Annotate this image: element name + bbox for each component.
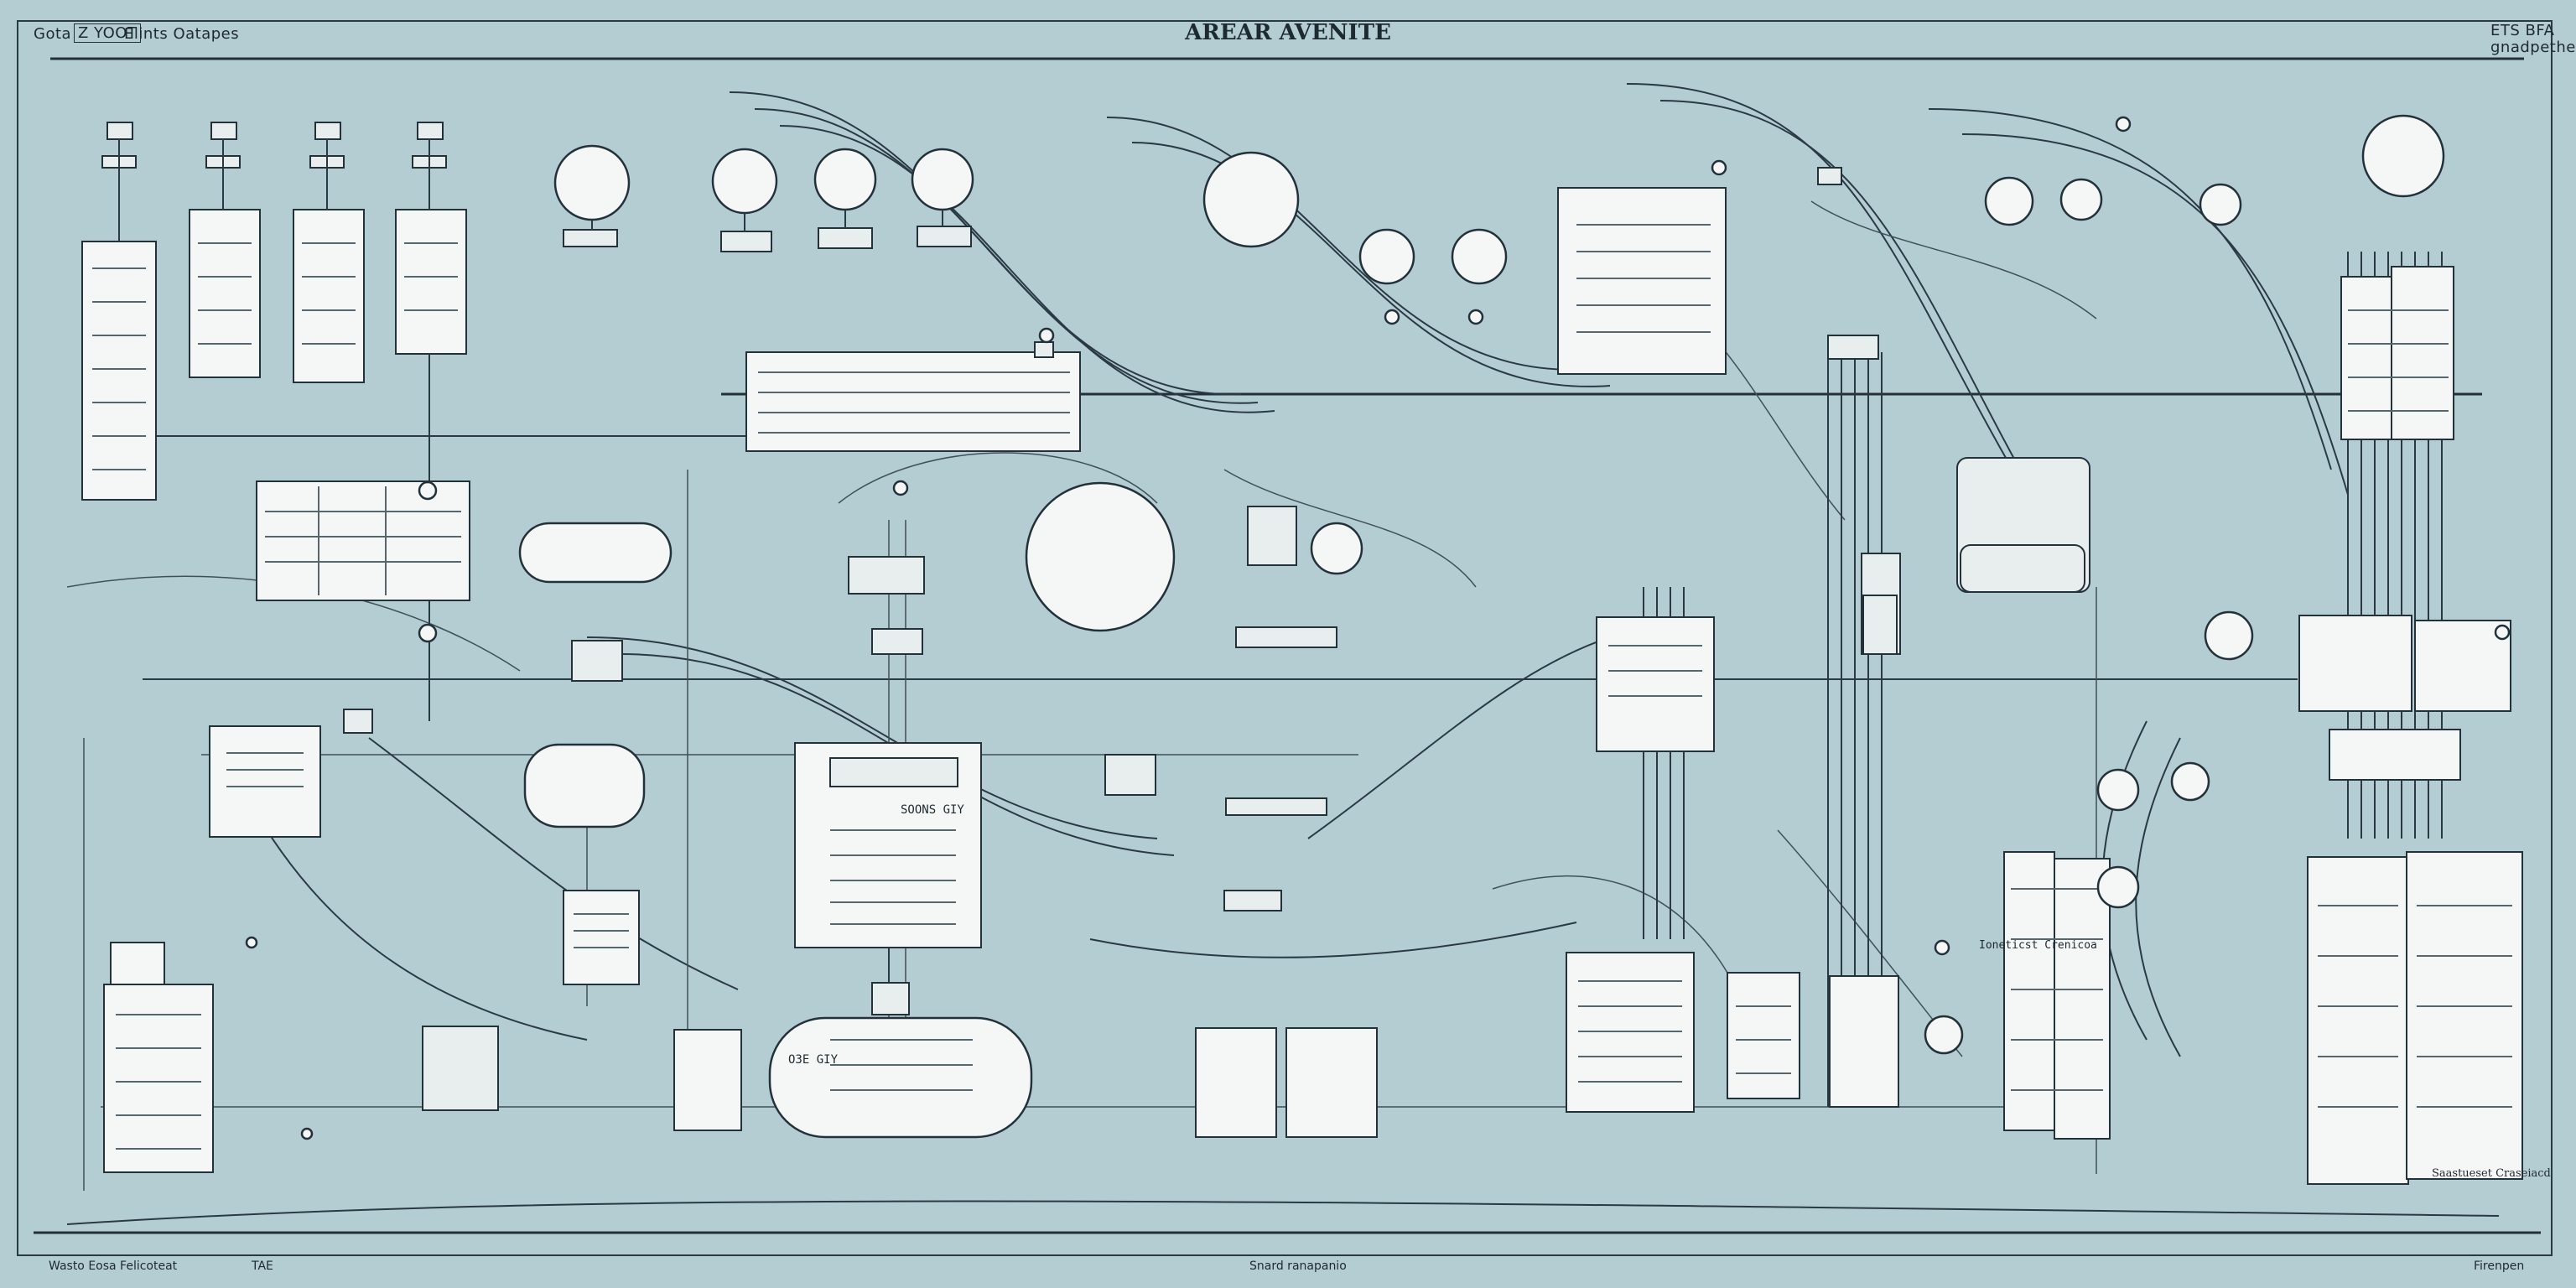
footer-center: Snard ranapanio [1249, 1259, 1347, 1273]
instrument-column-2 [189, 122, 261, 378]
footer-left-tag: TAE [252, 1259, 273, 1273]
right-center-panels [1195, 167, 2210, 1140]
instrument-column-3 [293, 122, 365, 383]
center-panel-head: SOONS GIY [901, 803, 964, 817]
mid-left-vessel [518, 481, 1363, 816]
left-lower-cards [103, 709, 742, 1173]
instrument-column-4 [395, 122, 467, 721]
far-right-cluster [1984, 114, 2523, 1185]
lower-panel-head: O3E GIY [788, 1053, 839, 1067]
right-stand-caption: Saastueset Craseiacd [2432, 1167, 2551, 1180]
header-right-a: ETS BFA [2490, 22, 2555, 39]
header-label-c: Elints Oatapes [124, 25, 240, 43]
diagram-title: AREAR AVENITE [1185, 20, 1391, 45]
center-process-panel [768, 742, 1033, 1139]
drawing-frame [17, 20, 2553, 1256]
central-data-table [745, 341, 1081, 452]
header-right-b: gnadpethe [2490, 39, 2576, 56]
header-badge: Z YOOT [74, 23, 142, 43]
footer-right: Firenpen [2474, 1259, 2525, 1273]
header-label-a: Gota [34, 25, 72, 43]
terminal-marks [245, 116, 2511, 1140]
footer-left: Wasto Eosa Felicoteat [49, 1259, 178, 1273]
left-mid-table [256, 480, 470, 601]
top-meters [553, 144, 1508, 325]
instrument-column-1 [81, 122, 157, 501]
center-ribbon-label: Ioneticst Crenicoa [1979, 939, 2097, 952]
